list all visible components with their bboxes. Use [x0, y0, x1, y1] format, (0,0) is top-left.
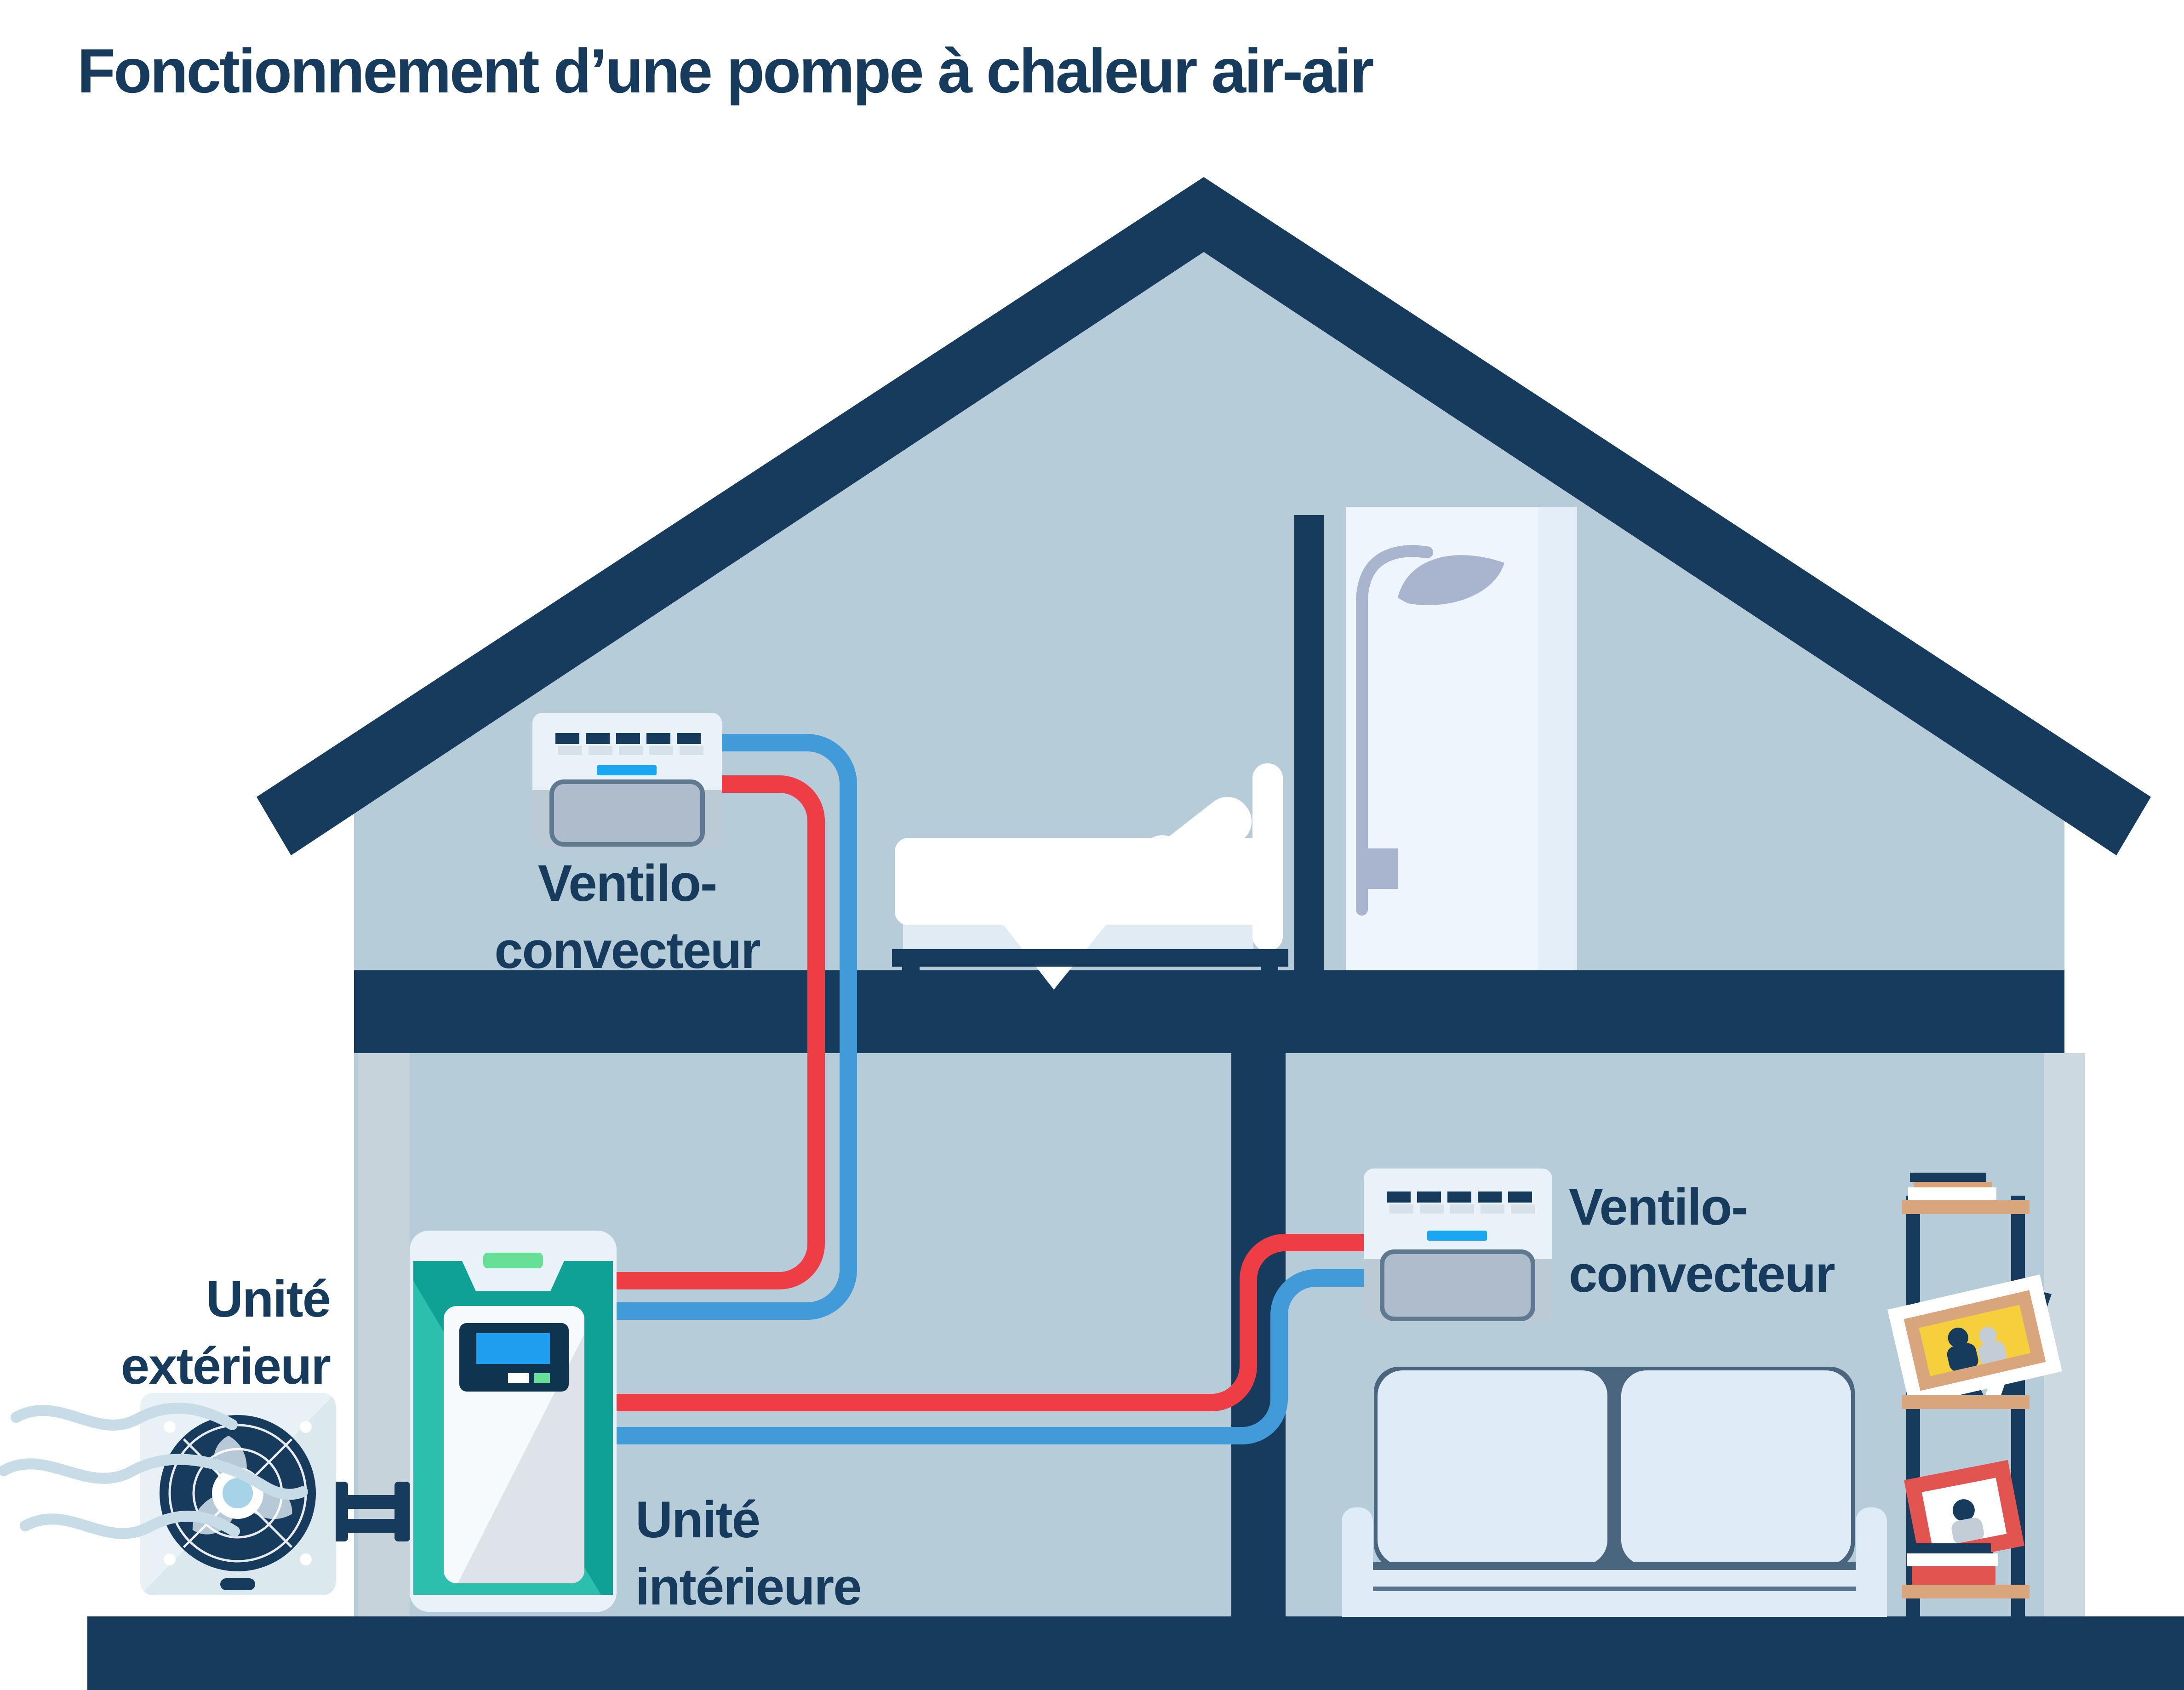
- control-screen: [459, 1323, 569, 1392]
- house-structure: [87, 252, 2184, 1690]
- vent-dashes: [1387, 1192, 1532, 1203]
- wall-bracket: [332, 1482, 410, 1541]
- shelf-board: [1902, 1200, 2030, 1214]
- label-line: Ventilo-: [1569, 1178, 1748, 1236]
- indicator-light: [483, 1253, 543, 1268]
- cold-pipe-lower: [615, 1269, 1366, 1444]
- refrigerant-pipes: [615, 734, 1366, 1444]
- cold-pipe-upper: [615, 734, 857, 1320]
- shower-icon: [1346, 507, 1577, 970]
- status-light: [1427, 1231, 1487, 1241]
- wind-icon: [0, 1403, 308, 1539]
- label-fan-coil-living: Ventilo- convecteur: [1569, 1174, 1835, 1308]
- label-outdoor-unit: Unité extérieur: [31, 1266, 331, 1400]
- label-line: convecteur: [494, 922, 761, 979]
- upstairs-partition-wall: [1294, 515, 1324, 970]
- book: [1910, 1173, 1986, 1182]
- label-line: convecteur: [1569, 1245, 1835, 1303]
- photo-frame-portrait: [1904, 1460, 2025, 1566]
- vent-slits: [1389, 1204, 1535, 1214]
- photo-frame-family: [1887, 1274, 2062, 1407]
- shower-holder: [1362, 848, 1398, 889]
- label-indoor-unit: Unité intérieure: [635, 1486, 862, 1621]
- label-line: Ventilo-: [537, 854, 717, 912]
- book: [1914, 1182, 1992, 1187]
- sofa-icon: [1342, 1367, 1887, 1617]
- fan-coil-unit-upper: [532, 713, 722, 848]
- label-line: Unité: [635, 1491, 760, 1548]
- bookshelf-icon: [1887, 1173, 2062, 1617]
- shower-head: [1398, 555, 1504, 605]
- label-line: intérieure: [635, 1558, 862, 1616]
- book: [1908, 1187, 1996, 1200]
- label-fan-coil-upper: Ventilo- convecteur: [443, 850, 811, 984]
- book: [1907, 1553, 1998, 1566]
- upper-floor-slab: [354, 970, 2064, 1053]
- shelf-board: [1902, 1585, 2030, 1598]
- unit-foot: [220, 1578, 255, 1590]
- book: [1909, 1543, 1991, 1553]
- shelf-board: [1902, 1395, 2030, 1409]
- label-line: Unité: [206, 1270, 331, 1328]
- bed-icon: [892, 763, 1288, 990]
- air-flap: [549, 779, 705, 847]
- status-light: [597, 765, 657, 775]
- fan-coil-unit-living: [1364, 1169, 1552, 1323]
- screws: [164, 1421, 312, 1565]
- ground-floor-slab: [87, 1616, 2184, 1690]
- shower-pipe: [1356, 544, 1433, 916]
- hot-pipe-lower: [615, 1234, 1366, 1411]
- page-title: Fonctionnement d’une pompe à chaleur air…: [77, 36, 1374, 106]
- air-flap: [1380, 1249, 1535, 1321]
- hot-pipe-upper: [615, 775, 825, 1289]
- indoor-unit-icon: [332, 1231, 617, 1612]
- vent-slits: [558, 746, 703, 755]
- book: [1912, 1566, 1995, 1585]
- vent-dashes: [555, 733, 701, 744]
- label-line: extérieur: [120, 1337, 331, 1395]
